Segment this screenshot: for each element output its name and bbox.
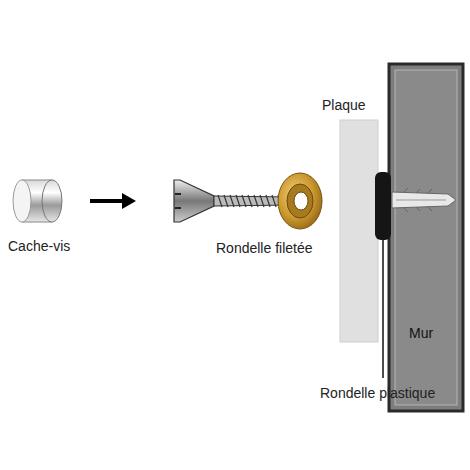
part-label: Cache-vis [8,238,70,255]
threaded-washer [278,173,322,229]
screw-thread [254,195,258,207]
screw-thread [266,195,270,207]
screw-thread [224,195,228,207]
wall-plug [392,188,456,212]
screw-thread [230,195,234,207]
direction-arrow [90,193,136,209]
screw-thread [218,195,222,207]
screw-cap [13,180,62,222]
wall-label: Mur [409,325,433,341]
wall-region: Mur [395,70,457,405]
part-label: Rondelle filetée [216,240,313,257]
screw-thread [272,195,276,207]
part-label: Plaque [322,97,366,114]
leader-line [382,240,384,378]
screw-thread [242,195,246,207]
plate [340,120,378,342]
plastic-washer [375,172,391,240]
screw-thread [248,195,252,207]
screw-thread [236,195,240,207]
wall [389,64,463,411]
part-label: Rondelle plastique [320,385,435,402]
screw-thread [260,195,264,207]
